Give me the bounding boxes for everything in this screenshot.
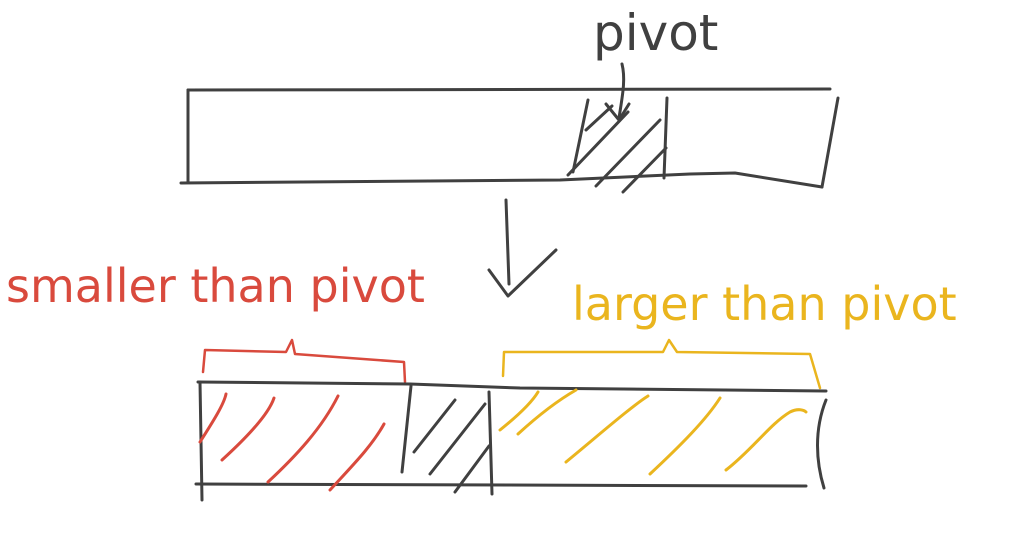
partitioned-array-bottom-edge — [194, 482, 808, 488]
larger-hatch-3 — [564, 394, 650, 464]
larger-hatch-4 — [648, 396, 722, 476]
partitioned-array-right-edge — [816, 398, 828, 490]
input-array-bottom-edge — [179, 171, 824, 189]
smaller-hatch-1 — [198, 392, 228, 444]
input-array-right-edge — [820, 96, 840, 189]
partition-down-arrow — [504, 198, 511, 286]
pivot-hatch-4 — [584, 104, 614, 132]
partition-down-arrowhead — [487, 248, 558, 298]
pivot-right-border — [662, 96, 669, 180]
pivot-pointer-arrow — [617, 62, 626, 120]
pivot-element — [566, 96, 669, 194]
input-array — [179, 87, 840, 189]
larger-hatch-1 — [498, 390, 540, 432]
larger-hatch-5 — [724, 408, 808, 472]
larger-than-pivot-label: larger than pivot — [572, 277, 957, 331]
input-array-top-edge — [186, 87, 832, 92]
smaller-hatch-4 — [328, 422, 386, 492]
smaller-hatch-2 — [220, 396, 276, 462]
partition-divider-left — [400, 384, 413, 474]
smaller-than-pivot-label: smaller than pivot — [6, 259, 425, 313]
pivot-partition-hatching — [412, 398, 491, 494]
pivot-label: pivot — [593, 4, 718, 62]
pivot-hatch-2 — [594, 118, 662, 188]
pivot-hatch-1 — [566, 110, 630, 177]
pivot-partition-hatch-2 — [428, 402, 487, 476]
partition-divider-right — [487, 390, 494, 496]
partitioned-array-top-edge — [196, 380, 828, 393]
partitioned-array — [194, 380, 828, 502]
pivot-partition-hatch-3 — [453, 444, 491, 494]
pivot-hatch-3 — [621, 146, 668, 194]
pivot-pointer-arrowhead — [604, 102, 631, 122]
pivot-left-border — [571, 98, 590, 174]
larger-partition-brace — [501, 338, 822, 390]
smaller-partition-hatching — [198, 392, 386, 492]
larger-hatch-2 — [516, 388, 578, 436]
smaller-partition-brace — [201, 338, 407, 384]
smaller-hatch-3 — [266, 394, 340, 484]
larger-partition-hatching — [498, 388, 808, 476]
pivot-partition-hatch-1 — [412, 398, 457, 454]
